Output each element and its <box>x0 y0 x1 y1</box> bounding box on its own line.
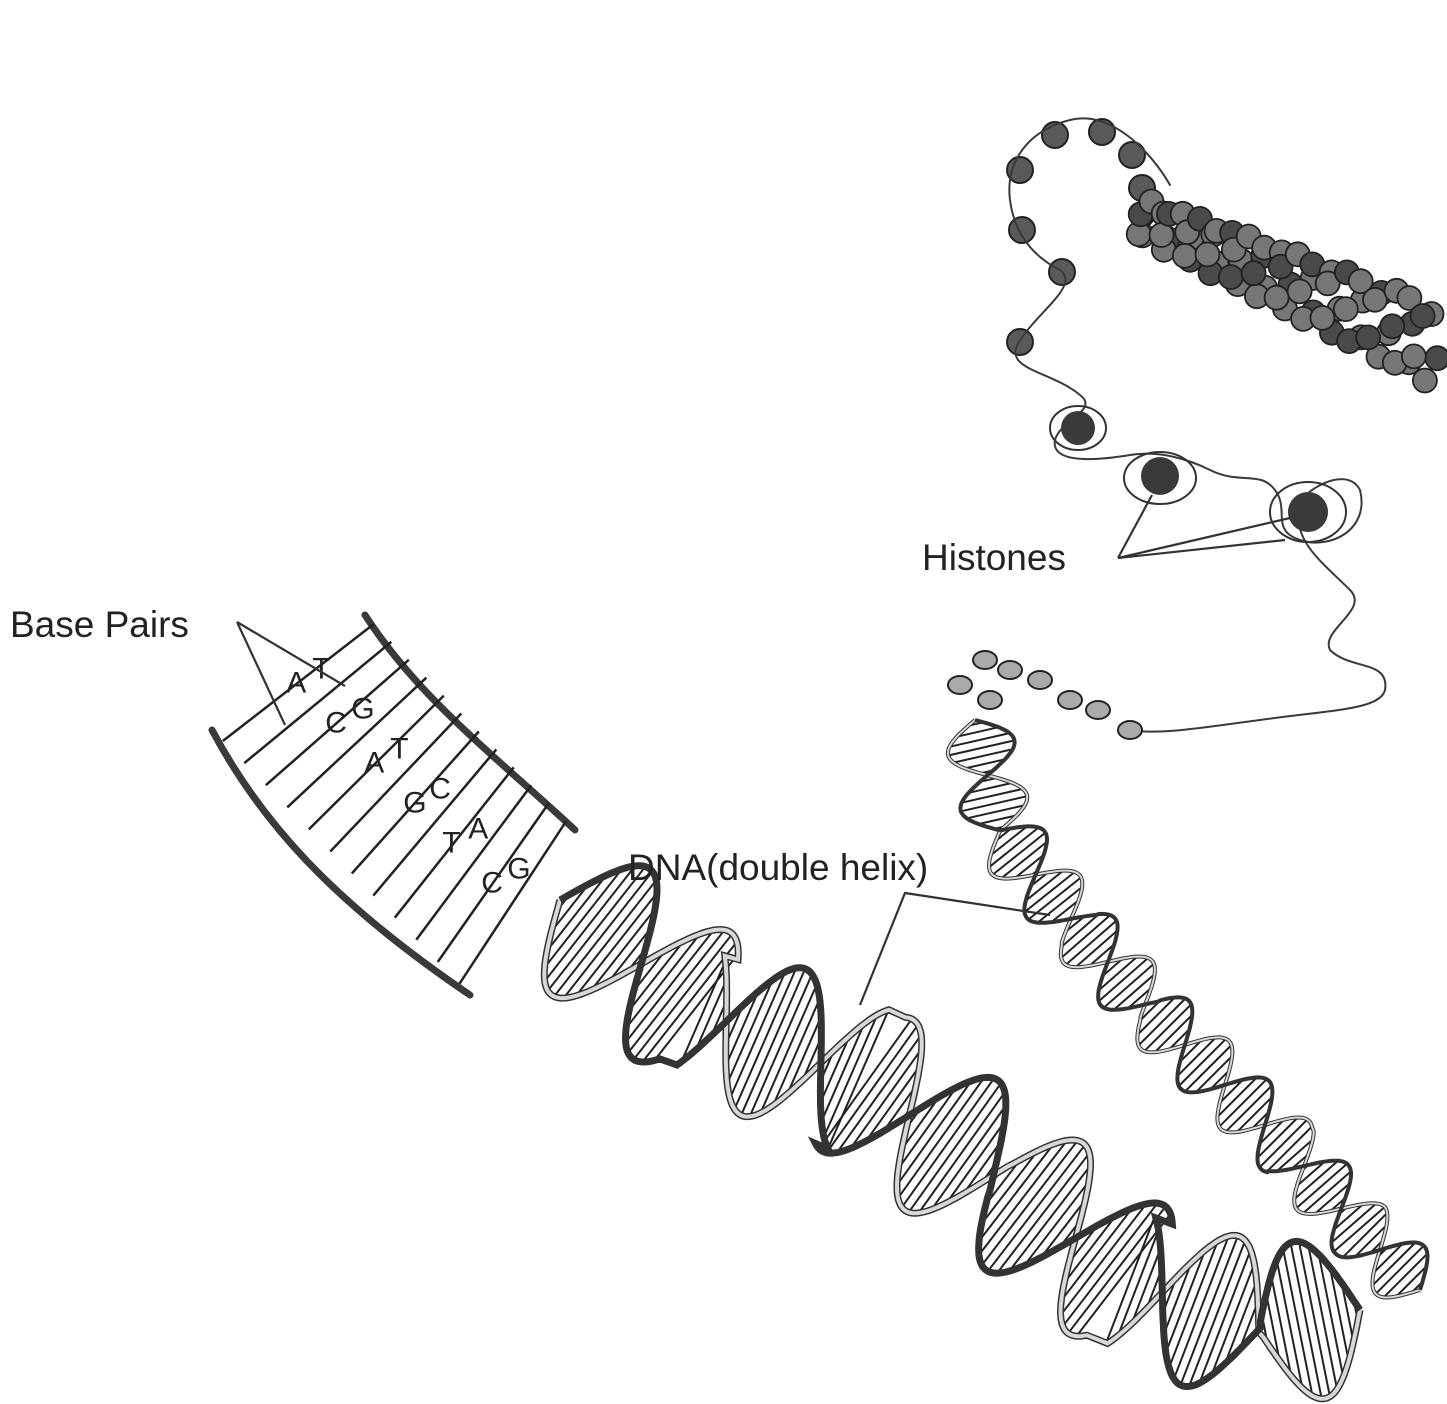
nucleosome-bead <box>1086 701 1110 719</box>
base-pair-rung <box>1291 1243 1322 1399</box>
base-pair-rung <box>961 796 1027 811</box>
base-letter: G <box>351 693 374 726</box>
base-pair-rung <box>1025 872 1075 912</box>
histone-octamer <box>1050 406 1106 450</box>
nucleosome-bead <box>1411 304 1435 328</box>
histones-label: Histones <box>922 537 1066 578</box>
base-letter: T <box>442 827 460 860</box>
base-pair-rung <box>1189 1241 1245 1387</box>
nucleosome-bead <box>1310 306 1334 330</box>
base-letter: T <box>390 733 408 766</box>
nucleosome-bead <box>1334 297 1358 321</box>
nucleosome-bead <box>948 676 972 694</box>
nucleosome-bead <box>1089 119 1115 145</box>
base-letter: G <box>507 853 530 886</box>
dna-label: DNA(double helix) <box>628 847 928 888</box>
base-pair-rung <box>1384 1254 1428 1298</box>
histone-octamer <box>1124 452 1196 504</box>
base-letter: C <box>325 707 347 740</box>
histones-leader <box>1118 518 1290 558</box>
nucleosome-bead <box>1425 346 1447 370</box>
nucleosome-bead <box>1363 288 1387 312</box>
nucleosome-bead <box>1007 329 1033 355</box>
nucleosome-bead <box>1380 314 1404 338</box>
nucleosome-bead <box>1356 325 1380 349</box>
base-letter: A <box>468 813 488 846</box>
histones-leader <box>1118 495 1152 558</box>
nucleosome-bead <box>973 651 997 669</box>
nucleosome-bead <box>1413 369 1437 393</box>
nucleosome-bead <box>978 691 1002 709</box>
dna-callout: DNA(double helix) <box>628 847 1050 1005</box>
histones-leader <box>1118 540 1285 558</box>
nucleosome-bead <box>1196 242 1220 266</box>
nucleosome-bead <box>998 661 1022 679</box>
base-pair-rung <box>634 934 733 1060</box>
base-pair-rung <box>948 740 1014 755</box>
base-pairs-label: Base Pairs <box>10 604 189 645</box>
nucleosome-bead <box>1058 691 1082 709</box>
nucleosome-bead <box>1219 265 1243 289</box>
nucleosome-bead <box>1009 217 1035 243</box>
base-letter: G <box>403 787 426 820</box>
nucleosome-bead <box>1173 244 1197 268</box>
chromatin-fiber <box>1007 119 1447 393</box>
base-letter: C <box>481 867 503 900</box>
histones-callout: Histones <box>922 495 1290 578</box>
nucleosome-bead <box>1242 261 1266 285</box>
nucleosome-bead <box>1265 286 1289 310</box>
nucleosome-bead <box>1402 344 1426 368</box>
base-pair-rung <box>819 1019 912 1149</box>
secondary-helix <box>948 720 1428 1298</box>
nucleosome-bead <box>1118 721 1142 739</box>
base-pairs-callout: Base Pairs <box>10 604 345 725</box>
nucleosome-bead <box>1288 279 1312 303</box>
dna-leader <box>860 893 1050 1005</box>
base-pair-rung <box>989 828 1039 868</box>
base-letter: A <box>364 747 384 780</box>
nucleosome-bead <box>1028 671 1052 689</box>
base-letter: A <box>286 667 306 700</box>
base-letter: C <box>429 773 451 806</box>
base-pair-rung <box>741 969 805 1116</box>
